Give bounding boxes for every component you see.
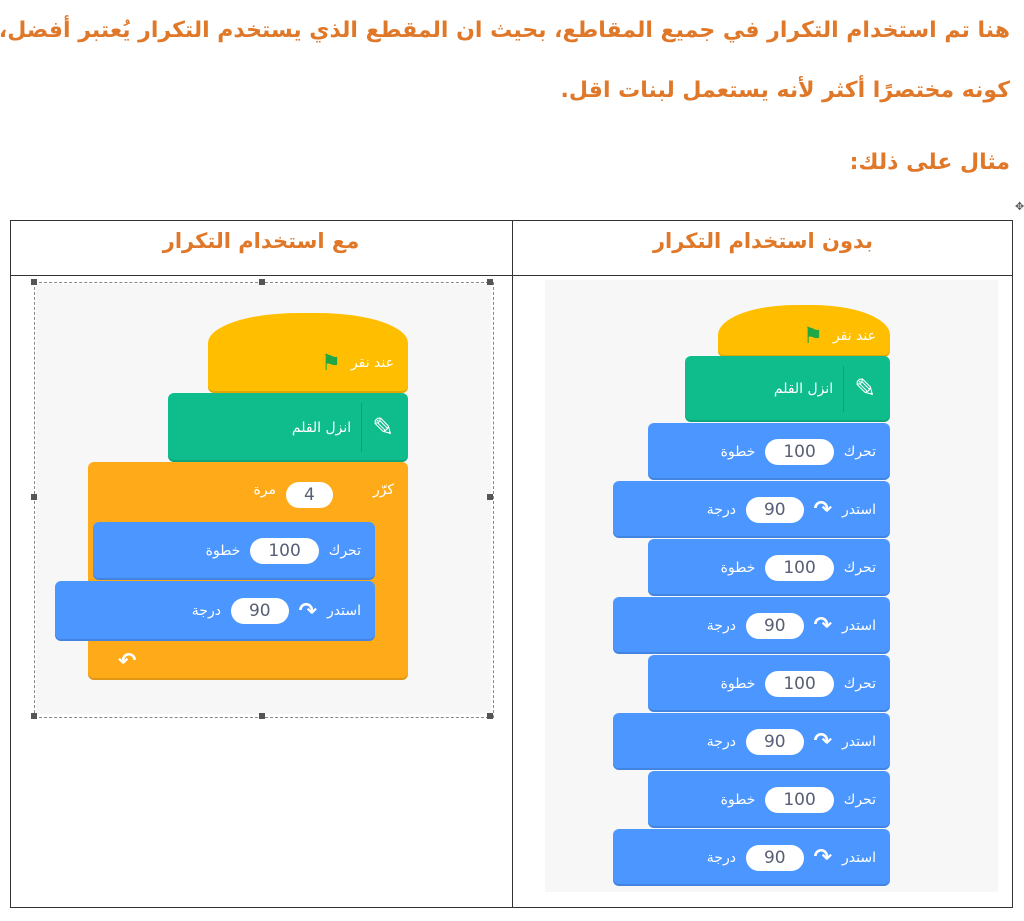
- resize-handle[interactable]: [259, 713, 265, 719]
- move-block: خطوة 100 تحرك: [648, 771, 890, 828]
- when-flag-clicked-block: ⚑ عند نقر: [208, 313, 408, 393]
- pen-icon: ✎: [372, 412, 394, 443]
- pen-down-block: انزل القلم ✎: [168, 393, 408, 462]
- block-label: انزل القلم: [773, 381, 834, 397]
- header-with-repeat: مع استخدام التكرار: [162, 229, 360, 253]
- block-label: خطوة: [205, 543, 241, 559]
- rotate-clockwise-icon: ↷: [813, 729, 833, 754]
- header-divider: [11, 275, 1012, 276]
- block-label: استدر: [842, 617, 876, 634]
- move-steps-input[interactable]: 100: [765, 438, 834, 465]
- block-label: خطوة: [720, 791, 756, 808]
- turn-degrees-input[interactable]: 90: [745, 496, 804, 523]
- block-label: درجة: [706, 733, 736, 750]
- resize-handle[interactable]: [487, 494, 493, 500]
- when-flag-clicked-block: ⚑ عند نقر: [718, 305, 890, 357]
- block-label: انزل القلم: [291, 419, 352, 436]
- turn-degrees-input[interactable]: 90: [745, 612, 804, 639]
- turn-block: درجة 90 ↷ استدر: [55, 581, 375, 641]
- resize-handle[interactable]: [31, 713, 37, 719]
- block-label: درجة: [706, 501, 736, 518]
- move-steps-input[interactable]: 100: [250, 538, 319, 564]
- comparison-table: مع استخدام التكرار بدون استخدام التكرار: [10, 220, 1013, 908]
- block-label: تحرك: [843, 791, 876, 808]
- pen-icon: ✎: [854, 374, 876, 404]
- block-label: درجة: [191, 603, 221, 619]
- move-steps-input[interactable]: 100: [765, 786, 834, 813]
- turn-block: درجة 90 ↷ استدر: [613, 713, 890, 770]
- pen-down-block: انزل القلم ✎: [685, 356, 890, 422]
- move-block: خطوة 100 تحرك: [648, 539, 890, 596]
- block-label: عند نقر: [832, 328, 876, 344]
- paragraph-line-2: كونه مختصرًا أكثر لأنه يستعمل لبنات اقل.: [560, 78, 1010, 103]
- block-label: درجة: [706, 849, 736, 866]
- column-divider: [512, 221, 513, 907]
- repeat-count-input[interactable]: 4: [286, 482, 333, 508]
- resize-handle[interactable]: [487, 713, 493, 719]
- green-flag-icon: ⚑: [803, 323, 823, 349]
- block-label: درجة: [706, 617, 736, 634]
- block-label: استدر: [842, 501, 876, 518]
- block-label: خطوة: [720, 675, 756, 692]
- move-steps-input[interactable]: 100: [765, 554, 834, 581]
- block-label: مرة: [253, 482, 277, 498]
- example-label: مثال على ذلك:: [849, 150, 1010, 175]
- rotate-clockwise-icon: ↷: [813, 845, 833, 870]
- move-block: خطوة 100 تحرك: [648, 655, 890, 712]
- turn-degrees-input[interactable]: 90: [745, 844, 804, 871]
- resize-handle[interactable]: [259, 279, 265, 285]
- block-label: تحرك: [843, 559, 876, 576]
- block-label: تحرك: [843, 443, 876, 460]
- block-label: عند نقر: [350, 355, 394, 371]
- turn-degrees-input[interactable]: 90: [745, 728, 804, 755]
- paragraph-line-1: هنا تم استخدام التكرار في جميع المقاطع، …: [0, 18, 1010, 43]
- green-flag-icon: ⚑: [321, 350, 341, 376]
- block-label: كرّر: [372, 482, 394, 498]
- resize-handle[interactable]: [31, 494, 37, 500]
- move-steps-input[interactable]: 100: [765, 670, 834, 697]
- rotate-clockwise-icon: ↷: [813, 613, 833, 638]
- block-label: خطوة: [720, 443, 756, 460]
- loop-arrow-icon: ↶: [118, 649, 137, 674]
- turn-block: درجة 90 ↷ استدر: [613, 481, 890, 538]
- block-label: استدر: [842, 733, 876, 750]
- block-label: تحرك: [328, 543, 361, 559]
- block-label: استدر: [327, 603, 361, 619]
- resize-handle[interactable]: [31, 279, 37, 285]
- move-block: خطوة 100 تحرك: [93, 522, 375, 580]
- rotate-clockwise-icon: ↷: [298, 598, 318, 624]
- resize-handle[interactable]: [487, 279, 493, 285]
- header-without-repeat: بدون استخدام التكرار: [652, 229, 874, 253]
- move-block: خطوة 100 تحرك: [648, 423, 890, 480]
- turn-block: درجة 90 ↷ استدر: [613, 597, 890, 654]
- rotate-clockwise-icon: ↷: [813, 497, 833, 522]
- table-move-handle-icon[interactable]: ✥: [1015, 200, 1024, 213]
- turn-degrees-input[interactable]: 90: [230, 598, 289, 624]
- block-label: خطوة: [720, 559, 756, 576]
- block-label: تحرك: [843, 675, 876, 692]
- block-label: استدر: [842, 849, 876, 866]
- turn-block: درجة 90 ↷ استدر: [613, 829, 890, 886]
